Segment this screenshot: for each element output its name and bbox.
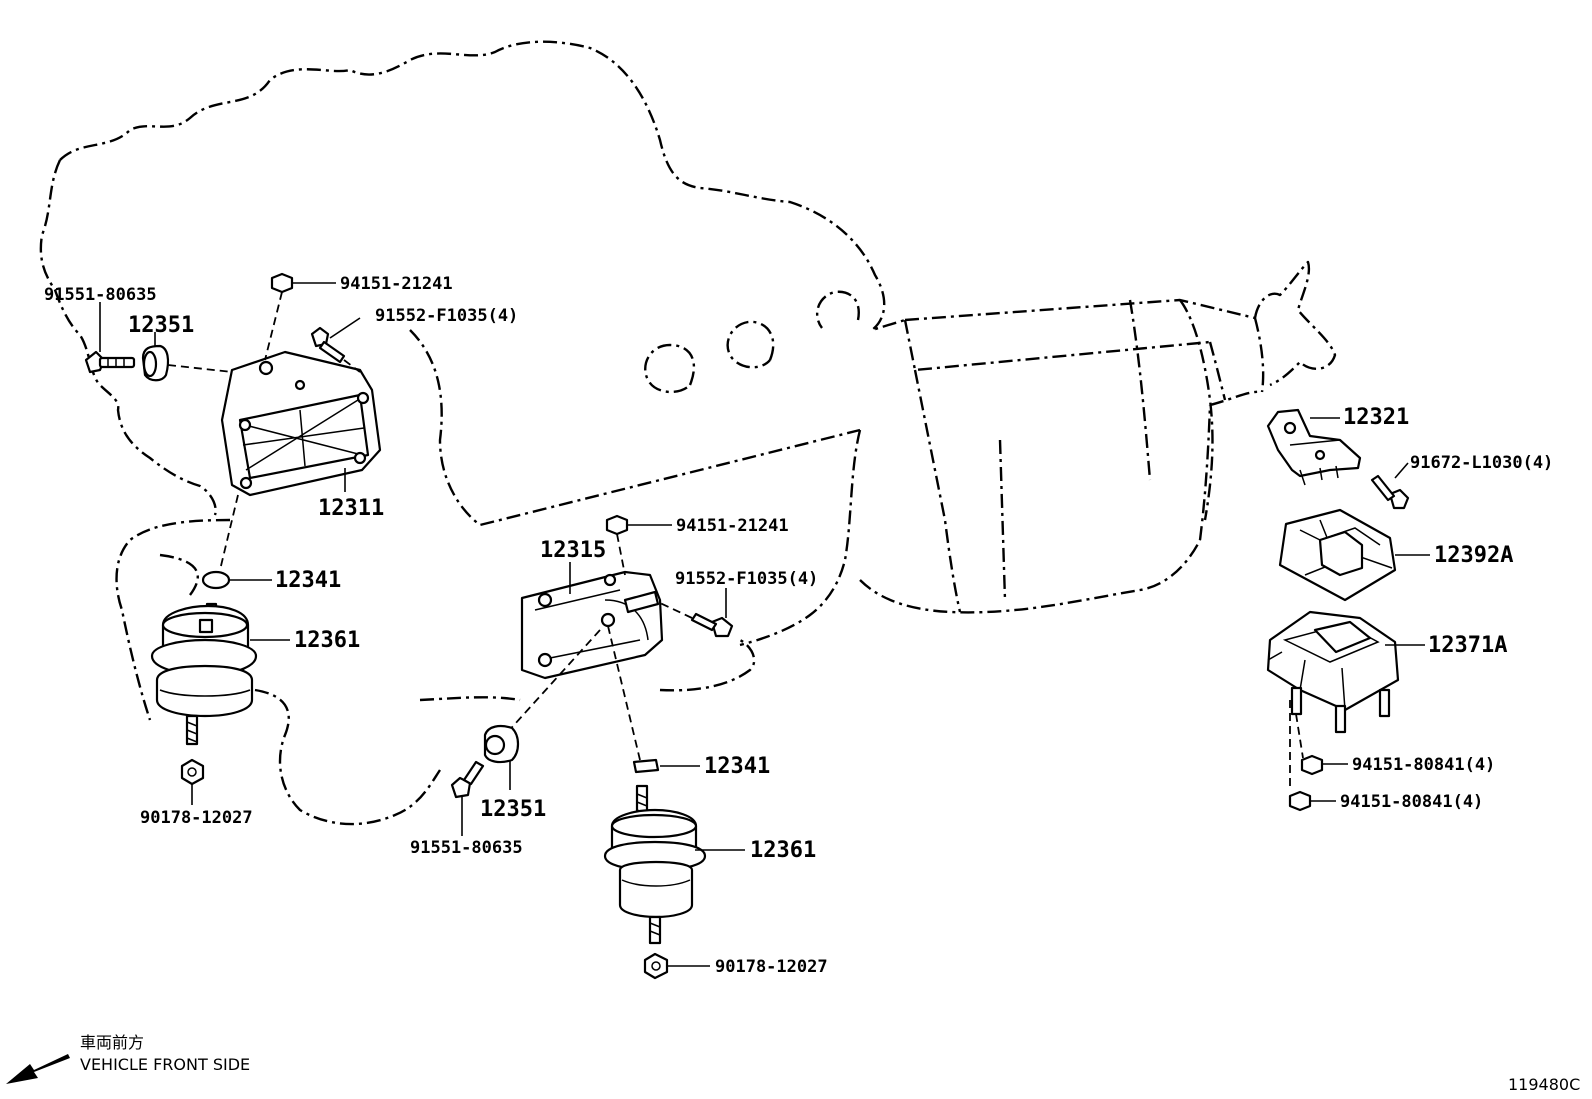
bolt-91552-left [310,326,346,364]
rear-mount-assembly [1266,408,1410,812]
bracket-12315 [520,570,664,680]
nut-94151-21241-center [605,514,629,536]
nut-94151-21241-left [270,272,294,294]
nut-94151-80841-lower [1288,790,1312,812]
bolt-91672 [1370,474,1410,510]
cushion-12392A [1278,508,1397,602]
vehicle-front-indicator: 車両前方 VEHICLE FRONT SIDE [6,1033,250,1084]
label-94151-80841-lower: 94151-80841(4) [1340,792,1483,812]
label-12361-center: 12361 [750,838,816,863]
engine-phantom-outline [39,40,1337,826]
leader-lines [99,282,1430,967]
label-12351-left: 12351 [128,313,194,338]
nut-90178-center [643,952,669,980]
label-12392A: 12392A [1434,543,1513,568]
insulator-12361-center [603,784,707,945]
label-12371A: 12371A [1428,633,1507,658]
spacer-12351-center [483,724,520,764]
vehicle-front-label-jp: 車両前方 [80,1033,144,1052]
label-91551-80635-center: 91551-80635 [410,838,523,858]
label-94151-21241-center: 94151-21241 [676,516,789,536]
label-12341-center: 12341 [704,754,770,779]
center-mount-assembly [450,514,734,980]
nut-94151-80841-upper [1300,754,1324,776]
label-90178-12027-left: 90178-12027 [140,808,253,828]
support-12371A [1266,610,1400,734]
arrow-down-left-icon [6,1054,70,1084]
left-mount-assembly [84,272,382,786]
label-12311: 12311 [318,496,384,521]
bolt-91552-center [690,612,734,638]
bracket-12311 [220,350,382,497]
label-94151-21241-left: 94151-21241 [340,274,453,294]
label-12315: 12315 [540,538,606,563]
label-12361-left: 12361 [294,628,360,653]
spacer-12351-left [141,344,170,382]
label-91672-L1030: 91672-L1030(4) [1410,453,1553,473]
label-94151-80841-upper: 94151-80841(4) [1352,755,1495,775]
stopper-12341-left [201,570,231,590]
label-91552-F1035-center: 91552-F1035(4) [675,569,818,589]
stopper-12341-center [632,758,660,774]
bolt-91551-center [450,760,485,799]
label-12321: 12321 [1343,405,1409,430]
insulator-12361-left [150,602,258,746]
diagram-code: 119480C [1508,1075,1580,1094]
label-12351-center: 12351 [480,797,546,822]
bracket-12321 [1266,408,1362,486]
label-12341-left: 12341 [275,568,341,593]
bolt-91551-left [84,350,136,374]
vehicle-front-label-en: VEHICLE FRONT SIDE [80,1055,250,1074]
label-90178-12027-center: 90178-12027 [715,957,828,977]
label-91552-F1035-left: 91552-F1035(4) [375,306,518,326]
nut-90178-left [180,758,205,786]
label-91551-80635-left: 91551-80635 [44,285,157,305]
